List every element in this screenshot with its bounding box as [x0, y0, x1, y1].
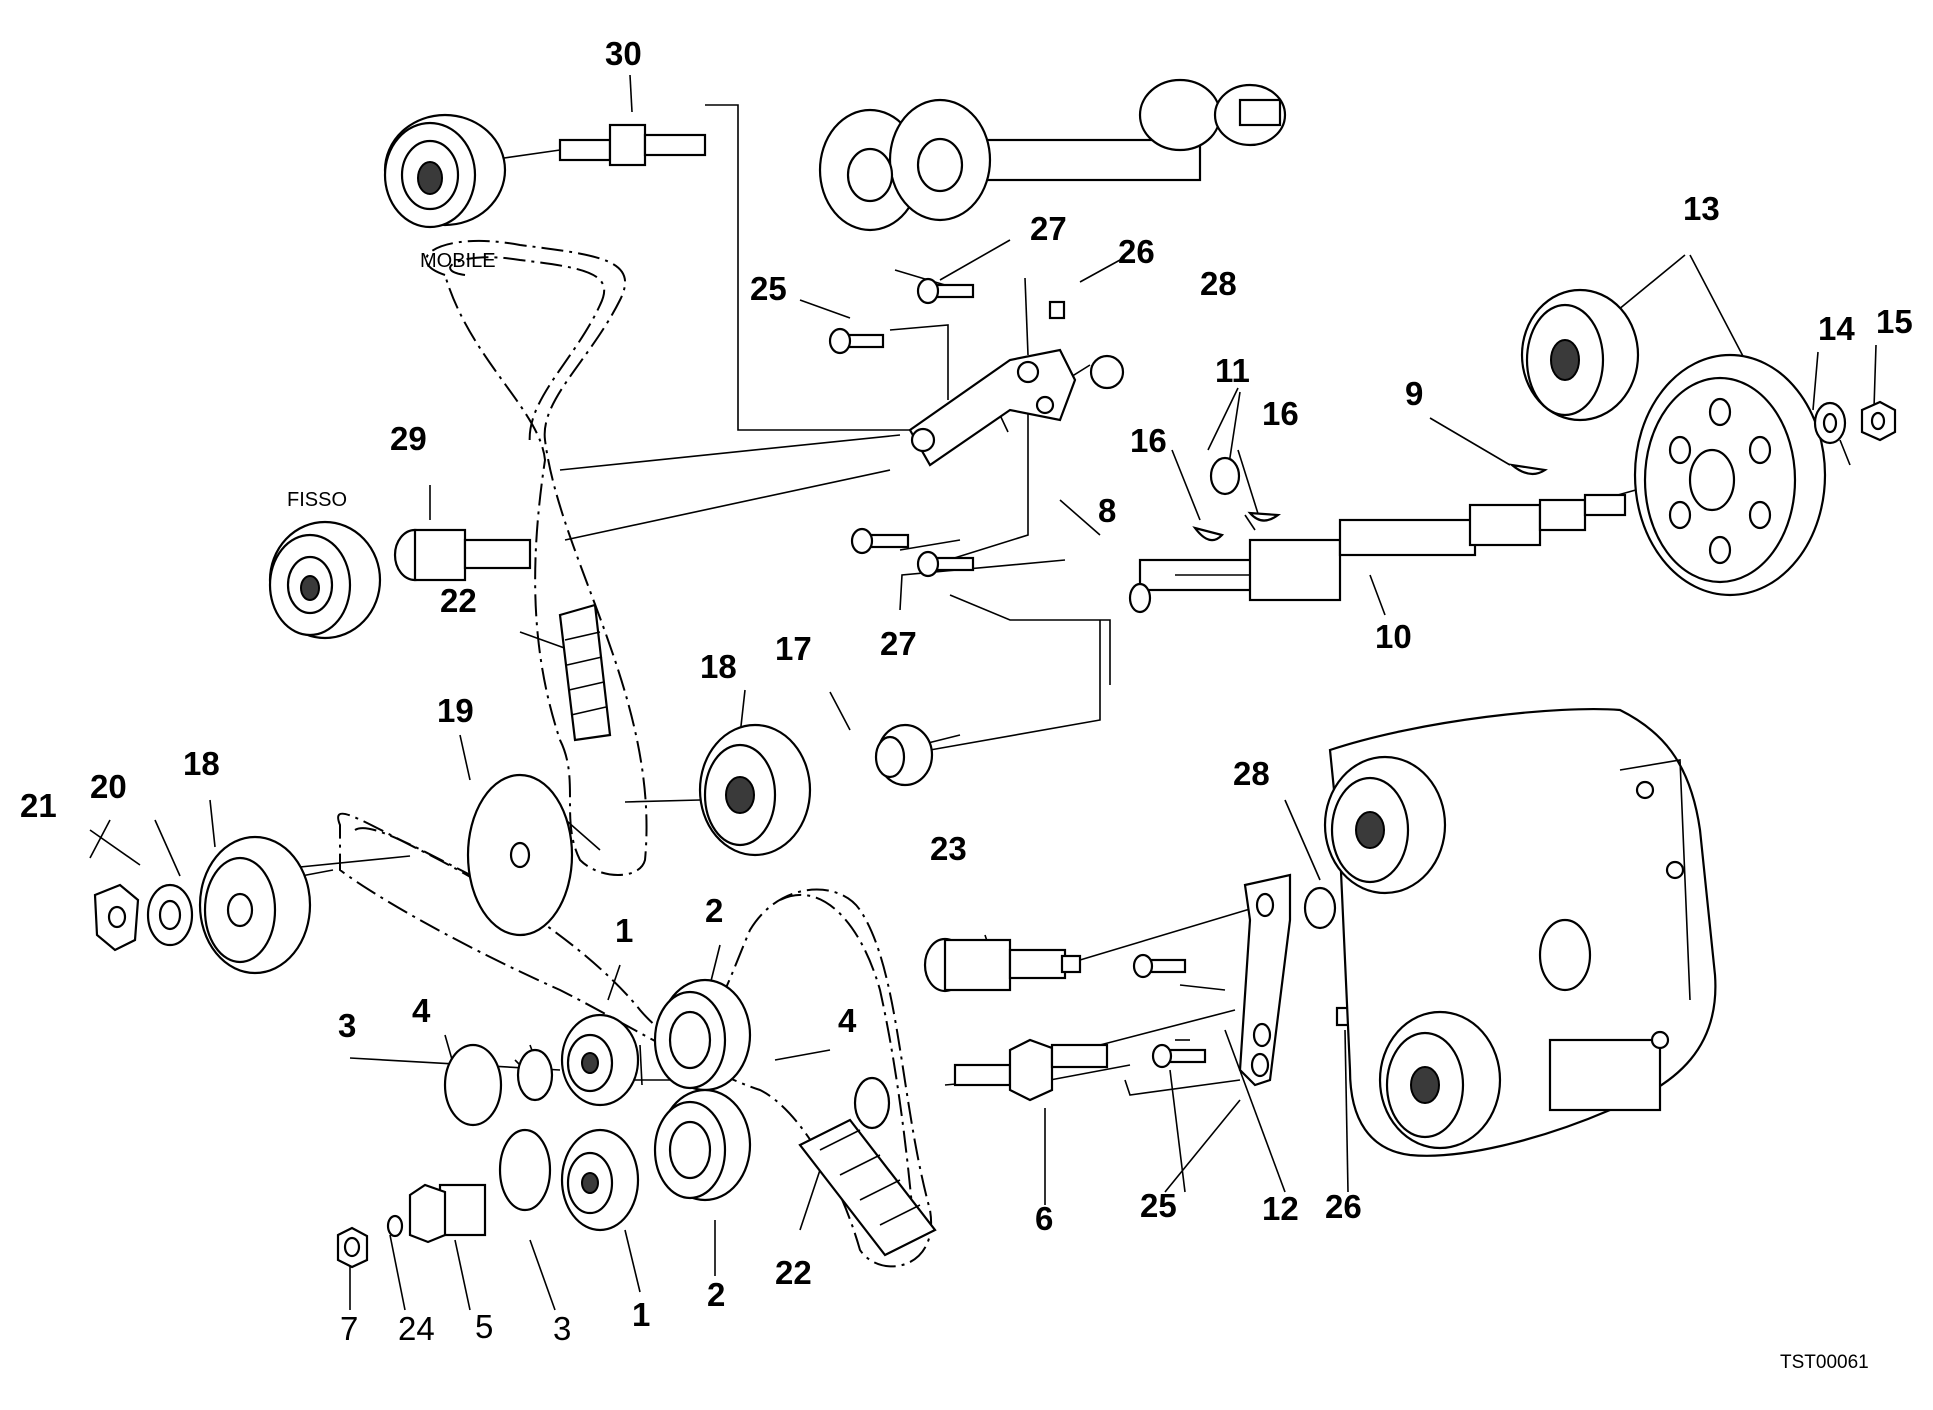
- callout-24: 24: [398, 1310, 435, 1347]
- callout-8: 8: [1098, 492, 1116, 529]
- part-1-bearing-upper: [560, 1013, 640, 1107]
- part-19-washer: [466, 773, 574, 937]
- callout-13: 13: [1683, 190, 1720, 227]
- fixed-tensioner-pulley: [268, 520, 382, 640]
- part-6-stud: [953, 1038, 1109, 1102]
- callout-27-bottom: 27: [880, 625, 917, 662]
- callout-27-top: 27: [1030, 210, 1067, 247]
- part-9-key: [1508, 463, 1548, 476]
- callout-21: 21: [20, 787, 57, 824]
- part-4-circlip-upper-left: [516, 1048, 554, 1102]
- callout-23: 23: [930, 830, 967, 867]
- callout-1-upper: 1: [615, 912, 633, 949]
- callout-17: 17: [775, 630, 812, 667]
- callout-3-upper: 3: [338, 1007, 356, 1044]
- callout-10: 10: [1375, 618, 1412, 655]
- mobile-label: MOBILE: [420, 250, 496, 272]
- part-17-spacer: [874, 723, 934, 787]
- callout-14: 14: [1818, 310, 1855, 347]
- callout-26-top: 26: [1118, 233, 1155, 270]
- part-25-screws-lower: [1132, 953, 1207, 1069]
- callout-19: 19: [437, 692, 474, 729]
- part-13-gear-large: [1633, 353, 1827, 597]
- part-28-o-ring-lower: [1303, 886, 1337, 930]
- part-30-stud: [558, 123, 707, 167]
- callout-29: 29: [390, 420, 427, 457]
- part-25-screw-upper: [828, 327, 885, 355]
- part-3-circlip-upper: [443, 1043, 503, 1127]
- part-27-screws-lower: [850, 527, 975, 578]
- part-3-circlip-lower: [498, 1128, 552, 1212]
- part-28-o-ring-upper: [1089, 354, 1125, 390]
- fixed-label: FISSO: [287, 489, 347, 511]
- callout-18-lower: 18: [183, 745, 220, 782]
- part-15-nut: [1860, 400, 1897, 442]
- engine-head-housing: [1323, 707, 1717, 1157]
- part-26-grub-screw-upper: [1048, 300, 1066, 320]
- part-23-stud: [923, 937, 1082, 993]
- callout-6: 6: [1035, 1200, 1053, 1237]
- callout-20: 20: [90, 768, 127, 805]
- callout-25-top: 25: [750, 270, 787, 307]
- callout-3-lower: 3: [553, 1310, 571, 1347]
- callout-4-upper-right: 4: [838, 1002, 857, 1039]
- callout-11: 11: [1215, 352, 1250, 389]
- callout-labels: 30 27 26 25 28 13 14 15 11 9 16 16 29 8 …: [20, 35, 1913, 1347]
- callout-30: 30: [605, 35, 642, 72]
- callout-28-top: 28: [1200, 265, 1237, 302]
- callout-2-lower: 2: [707, 1276, 725, 1313]
- timing-belt-upper: [425, 239, 648, 876]
- part-11-circlip: [1209, 456, 1241, 496]
- callout-1-lower: 1: [632, 1296, 650, 1333]
- callout-5: 5: [475, 1308, 493, 1345]
- callout-15: 15: [1876, 303, 1913, 340]
- mobile-tensioner-pulley: [383, 113, 507, 229]
- part-21-nut: [93, 883, 140, 952]
- callout-18-upper: 18: [700, 648, 737, 685]
- part-2-idler-pulley-lower: [653, 1088, 752, 1202]
- part-18-sprocket-upper: [698, 723, 812, 857]
- part-2-idler-pulley-upper: [653, 978, 752, 1092]
- part-12-bracket: [1238, 873, 1292, 1087]
- part-22-belt-section-upper: [558, 603, 612, 742]
- part-22-belt-section-lower: [798, 1118, 937, 1257]
- part-20-washer: [146, 883, 194, 947]
- part-18-sprocket-lower: [198, 835, 312, 975]
- part-10-shaft: [1128, 493, 1627, 614]
- part-14-washer: [1813, 401, 1847, 445]
- part-8-bracket: [908, 348, 1077, 467]
- callout-2-upper: 2: [705, 892, 723, 929]
- callout-26-bottom: 26: [1325, 1188, 1362, 1225]
- callout-9: 9: [1405, 375, 1423, 412]
- callout-4-upper-left: 4: [412, 992, 431, 1029]
- part-24-washer: [386, 1214, 404, 1238]
- callout-22-top: 22: [440, 582, 477, 619]
- leader-lines: [89, 74, 1877, 1311]
- part-27-screw-upper: [916, 277, 975, 305]
- part-13-gear-small: [1520, 288, 1640, 422]
- callout-12: 12: [1262, 1190, 1299, 1227]
- callout-16-right: 16: [1262, 395, 1299, 432]
- part-4-circlip-upper-right: [853, 1076, 891, 1130]
- part-7-nut: [336, 1226, 369, 1269]
- part-5-eccentric-bush: [408, 1183, 487, 1244]
- part-29-spacer-stud: [393, 528, 532, 582]
- callout-7: 7: [340, 1310, 358, 1347]
- part-16-woodruff-keys: [1192, 511, 1282, 542]
- part-1-bearing-lower: [560, 1128, 640, 1232]
- callout-16-left: 16: [1130, 422, 1167, 459]
- callout-28-bottom: 28: [1233, 755, 1270, 792]
- reference-code: TST00061: [1780, 1352, 1869, 1373]
- callout-22-bottom: 22: [775, 1254, 812, 1291]
- callout-25-bottom: 25: [1140, 1187, 1177, 1224]
- camshaft-assembly: [818, 78, 1287, 232]
